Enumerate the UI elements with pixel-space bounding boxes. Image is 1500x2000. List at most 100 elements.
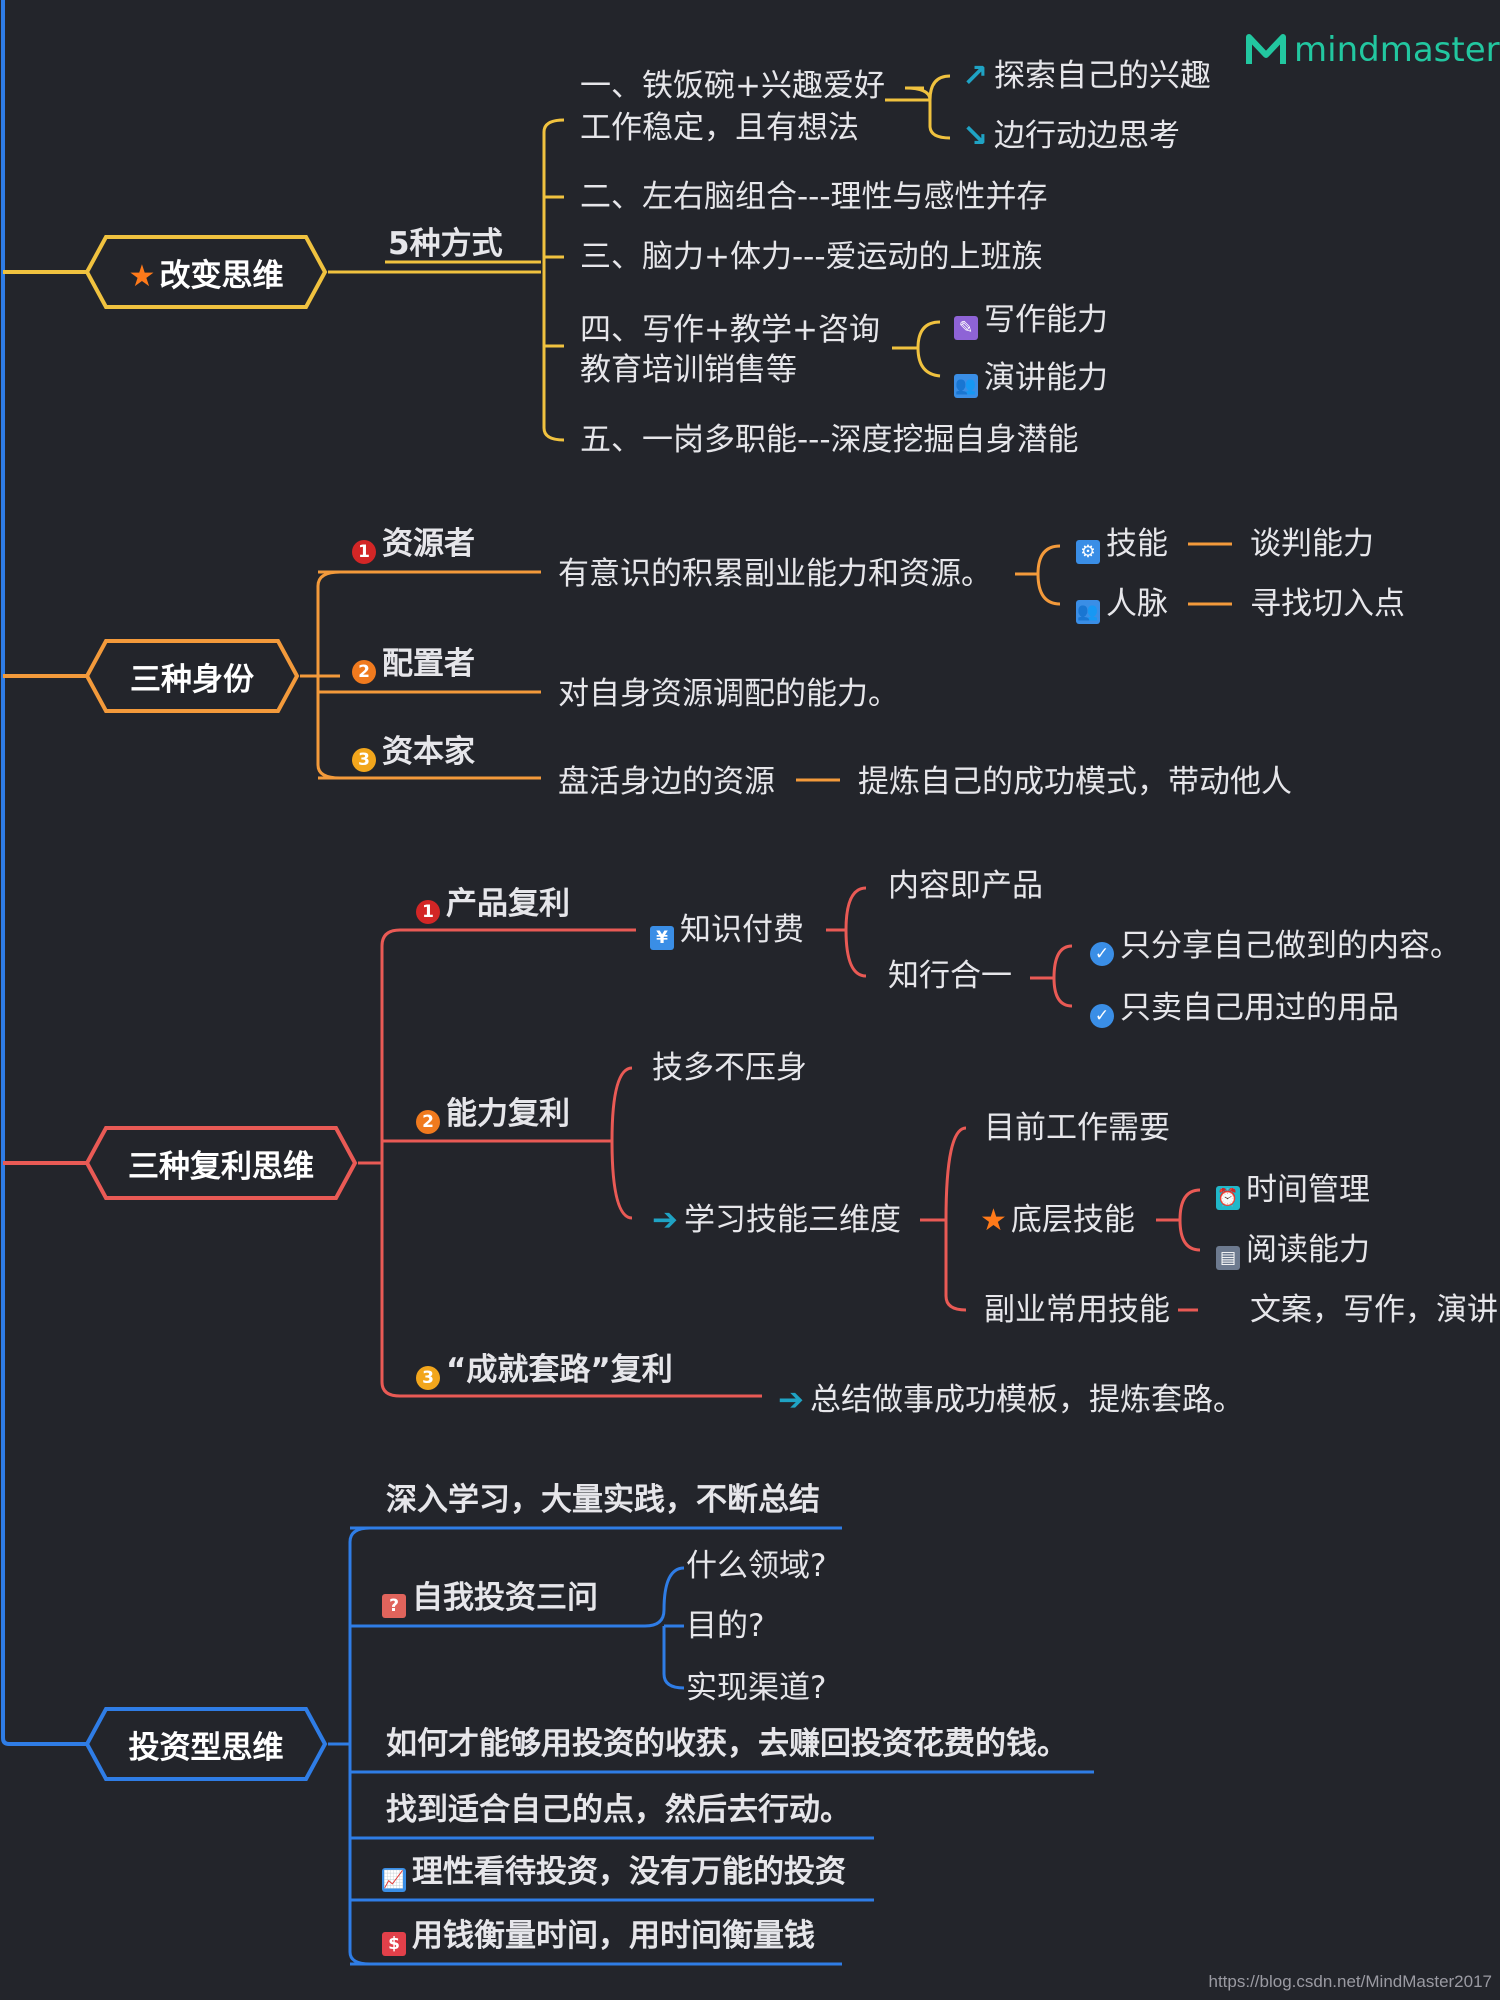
b3-section-routine[interactable]: 3“成就套路”复利	[416, 1350, 673, 1390]
b1-bracket	[542, 118, 565, 442]
node-label: 只卖自己用过的用品	[1120, 990, 1399, 1026]
people-icon: 👥	[1076, 600, 1100, 624]
b1-item-2[interactable]: 二、左右脑组合---理性与感性并存	[580, 179, 1048, 215]
b3-sell-own[interactable]: ✓只卖自己用过的用品	[1090, 988, 1399, 1028]
star-icon: ★	[128, 258, 156, 294]
number-3-badge-icon: 3	[352, 748, 376, 772]
node-label: 技能	[1106, 526, 1168, 562]
hexagon-shape	[84, 1126, 358, 1200]
number-1-badge-icon: 1	[416, 900, 440, 924]
node-label: 知识付费	[680, 912, 804, 948]
b3-content-is-product[interactable]: 内容即产品	[888, 868, 1043, 904]
node-label: 能力复利	[446, 1096, 570, 1132]
b4-item-learn[interactable]: 深入学习，大量实践，不断总结	[386, 1482, 820, 1518]
line-chart-icon: 📈	[382, 1868, 406, 1892]
node-label: 探索自己的兴趣	[993, 58, 1211, 94]
b3-knowledge-action[interactable]: 知行合一	[888, 958, 1012, 994]
b1-item-5[interactable]: 五、一岗多职能---深度挖掘自身潜能	[580, 422, 1079, 458]
node-label: 资源者	[382, 526, 475, 562]
node-label: “成就套路”复利	[446, 1352, 673, 1388]
b2-role-2-desc[interactable]: 对自身资源调配的能力。	[558, 676, 899, 712]
hexagon-shape	[84, 235, 328, 309]
source-credit: https://blog.csdn.net/MindMaster2017	[1208, 1972, 1493, 1991]
topic-three-identities[interactable]: 三种身份	[84, 638, 300, 714]
node-label: 资本家	[382, 734, 475, 770]
b3-reading[interactable]: ▤阅读能力	[1216, 1230, 1370, 1270]
b4-question-purpose[interactable]: 目的?	[686, 1608, 765, 1644]
node-label: 演讲能力	[984, 360, 1108, 396]
b2-role-1-desc[interactable]: 有意识的积累副业能力和资源。	[558, 556, 992, 592]
b4-item-earn-back[interactable]: 如何才能够用投资的收获，去赚回投资花费的钱。	[386, 1726, 1068, 1762]
node-label: 阅读能力	[1246, 1232, 1370, 1268]
b1-subtopic-5-ways[interactable]: 5种方式	[388, 226, 503, 262]
b3-time-management[interactable]: ⏰时间管理	[1216, 1170, 1370, 1210]
b1-item-4-child-2[interactable]: 👥演讲能力	[954, 358, 1108, 398]
b4-item-find-point[interactable]: 找到适合自己的点，然后去行动。	[386, 1792, 851, 1828]
arrow-right-icon: ➔	[652, 1202, 678, 1238]
b4-item-rational[interactable]: 📈理性看待投资，没有万能的投资	[382, 1852, 846, 1892]
node-label: 用钱衡量时间，用时间衡量钱	[412, 1918, 815, 1954]
dollar-icon: $	[382, 1932, 406, 1956]
node-label: 总结做事成功模板，提炼套路。	[809, 1382, 1244, 1418]
topic-title: 改变思维	[159, 257, 284, 294]
b3-dim-side-skill[interactable]: 副业常用技能	[984, 1292, 1170, 1328]
topic-title: 投资型思维	[128, 1729, 284, 1766]
b2-skill-node[interactable]: ⚙技能	[1076, 524, 1168, 564]
topic-change-thinking[interactable]: ★改变思维	[84, 234, 328, 310]
node-label: 边行动边思考	[993, 118, 1180, 154]
b3-knowledge-paid[interactable]: ¥知识付费	[650, 910, 804, 950]
b3-dim-current-work[interactable]: 目前工作需要	[984, 1110, 1170, 1146]
b2-network-node[interactable]: 👥人脉	[1076, 584, 1168, 624]
b1-item-3[interactable]: 三、脑力+体力---爱运动的上班族	[580, 239, 1043, 275]
topic-three-compound-thinking[interactable]: 三种复利思维	[84, 1125, 358, 1201]
b4-item-time-money[interactable]: $用钱衡量时间，用时间衡量钱	[382, 1916, 815, 1956]
b3-side-skill-leaf[interactable]: 文案，写作，演讲	[1250, 1292, 1498, 1328]
b1-item-4-line2: 教育培训销售等	[580, 352, 797, 388]
people-icon: 👥	[954, 374, 978, 398]
node-label: 产品复利	[446, 886, 570, 922]
topic-investment-thinking[interactable]: 投资型思维	[84, 1706, 328, 1782]
trunk-line	[1, 0, 86, 1746]
b1-item-1-child-2[interactable]: ↘边行动边思考	[962, 116, 1180, 156]
b1-item-4-line1[interactable]: 四、写作+教学+咨询	[580, 312, 880, 348]
node-label: 写作能力	[984, 302, 1108, 338]
check-circle-icon: ✓	[1090, 1004, 1114, 1028]
topic-title: 三种复利思维	[128, 1148, 314, 1185]
node-label: 时间管理	[1246, 1172, 1370, 1208]
node-label: 底层技能	[1010, 1202, 1135, 1238]
b1-item-1-line2: 工作稳定，且有想法	[580, 110, 859, 146]
number-2-badge-icon: 2	[416, 1110, 440, 1134]
arrow-up-right-icon: ↗	[962, 58, 988, 94]
check-circle-icon: ✓	[1090, 942, 1114, 966]
node-label: 只分享自己做到的内容。	[1120, 928, 1461, 964]
b4-item-three-questions[interactable]: ?自我投资三问	[382, 1578, 598, 1618]
b2-role-3-desc[interactable]: 盘活身边的资源	[558, 764, 775, 800]
node-label: 学习技能三维度	[683, 1202, 901, 1238]
document-icon: ▤	[1216, 1246, 1240, 1270]
topic-title: 三种身份	[130, 661, 254, 698]
b1-item-4-child-1[interactable]: ✎写作能力	[954, 300, 1108, 340]
b4-question-field[interactable]: 什么领域?	[686, 1548, 827, 1584]
b4-question-channel[interactable]: 实现渠道?	[686, 1670, 827, 1706]
b3-skill-dimensions[interactable]: ➔学习技能三维度	[652, 1200, 901, 1240]
b2-role-3-leaf[interactable]: 提炼自己的成功模式，带动他人	[858, 764, 1292, 800]
node-label: 自我投资三问	[412, 1580, 598, 1616]
b1-item-1-child-1[interactable]: ↗探索自己的兴趣	[962, 56, 1211, 96]
b3-dim-base-skill[interactable]: ★底层技能	[980, 1200, 1135, 1241]
b1-item-1-line1[interactable]: 一、铁饭碗+兴趣爱好	[580, 68, 885, 104]
arrow-right-icon: ➔	[778, 1382, 804, 1418]
b2-network-leaf[interactable]: 寻找切入点	[1250, 586, 1405, 622]
b3-many-skills[interactable]: 技多不压身	[652, 1050, 807, 1086]
b2-skill-leaf[interactable]: 谈判能力	[1250, 526, 1374, 562]
number-3-badge-icon: 3	[416, 1366, 440, 1390]
b3-routine-leaf[interactable]: ➔总结做事成功模板，提炼套路。	[778, 1380, 1244, 1420]
b3-share-own[interactable]: ✓只分享自己做到的内容。	[1090, 926, 1461, 966]
pencil-icon: ✎	[954, 316, 978, 340]
hexagon-shape	[84, 639, 300, 713]
